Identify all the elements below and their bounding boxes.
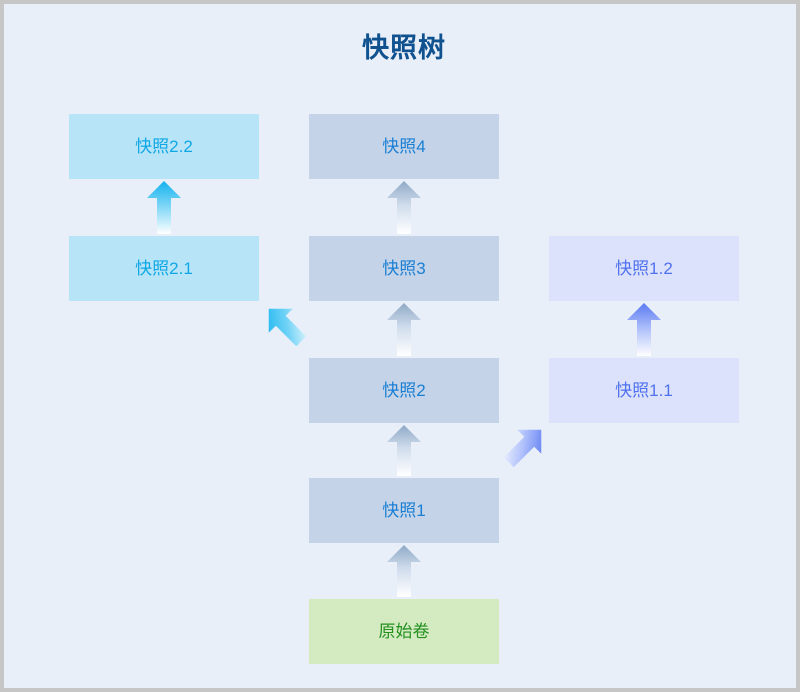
arrow-snapshot-1-to-snapshot-1-1: [500, 421, 550, 471]
node-snapshot-3[interactable]: 快照3: [309, 236, 499, 301]
node-label: 快照4: [382, 137, 426, 156]
arrow-snapshot-2-to-snapshot-2-1: [260, 300, 310, 350]
node-label: 快照2: [382, 381, 426, 400]
node-snapshot-1[interactable]: 快照1: [309, 478, 499, 543]
node-snapshot-4[interactable]: 快照4: [309, 114, 499, 179]
node-snapshot-1-1[interactable]: 快照1.1: [549, 358, 739, 423]
node-label: 快照2.1: [135, 259, 193, 278]
arrow-snapshot-3-to-snapshot-4: [387, 181, 421, 234]
node-snapshot-2[interactable]: 快照2: [309, 358, 499, 423]
node-original-volume[interactable]: 原始卷: [309, 599, 499, 664]
arrow-snapshot-2-to-snapshot-3: [387, 303, 421, 356]
node-snapshot-2-1[interactable]: 快照2.1: [69, 236, 259, 301]
node-label: 快照1.1: [615, 381, 673, 400]
node-snapshot-1-2[interactable]: 快照1.2: [549, 236, 739, 301]
arrow-snapshot-1-1-to-snapshot-1-2: [627, 303, 661, 356]
node-label: 快照3: [382, 259, 426, 278]
node-label: 原始卷: [378, 622, 430, 641]
node-snapshot-2-2[interactable]: 快照2.2: [69, 114, 259, 179]
arrow-snapshot-1-to-snapshot-2: [387, 425, 421, 476]
arrow-snapshot-2-1-to-snapshot-2-2: [147, 181, 181, 234]
node-label: 快照2.2: [135, 137, 193, 156]
arrow-original-volume-to-snapshot-1: [387, 545, 421, 597]
page-title: 快照树: [362, 33, 446, 63]
node-label: 快照1.2: [615, 259, 673, 278]
node-label: 快照1: [382, 501, 426, 520]
